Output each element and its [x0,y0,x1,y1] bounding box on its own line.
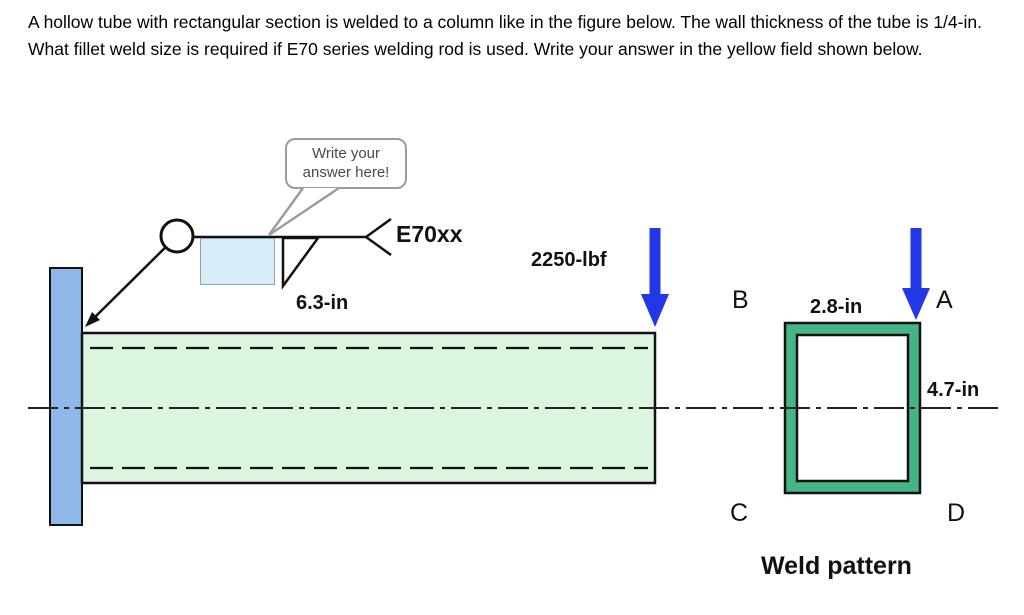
force-arrow-section [902,228,930,320]
corner-label-d: D [947,499,966,527]
problem-statement: A hollow tube with rectangular section i… [28,12,982,60]
weld-all-around-circle [159,218,195,254]
force-arrow-tube [641,228,669,327]
callout-tail-edge-left [267,187,305,236]
answer-callout-text: Write your answer here! [302,144,390,181]
answer-callout-bubble: Write your answer here! [285,138,407,189]
section-height-dimension: 4.7-in [927,379,980,401]
tube-length-dimension: 6.3-in [296,292,349,314]
corner-label-c: C [730,499,749,527]
fillet-weld-triangle-symbol [281,236,321,290]
weld-leader-arrowhead [85,312,100,327]
corner-label-b: B [732,286,749,314]
corner-label-a: A [936,286,953,314]
welding-rod-label: E70xx [396,221,463,247]
force-magnitude-label: 2250-lbf [531,249,607,271]
weld-leader-line [94,246,167,318]
callout-tail-edge-right [268,186,340,237]
callout-tail [267,186,340,237]
section-width-dimension: 2.8-in [810,296,863,318]
weld-symbol-tail [363,217,392,257]
answer-field[interactable] [200,238,275,285]
support-column [49,267,83,526]
weld-pattern-title: Weld pattern [761,552,912,580]
